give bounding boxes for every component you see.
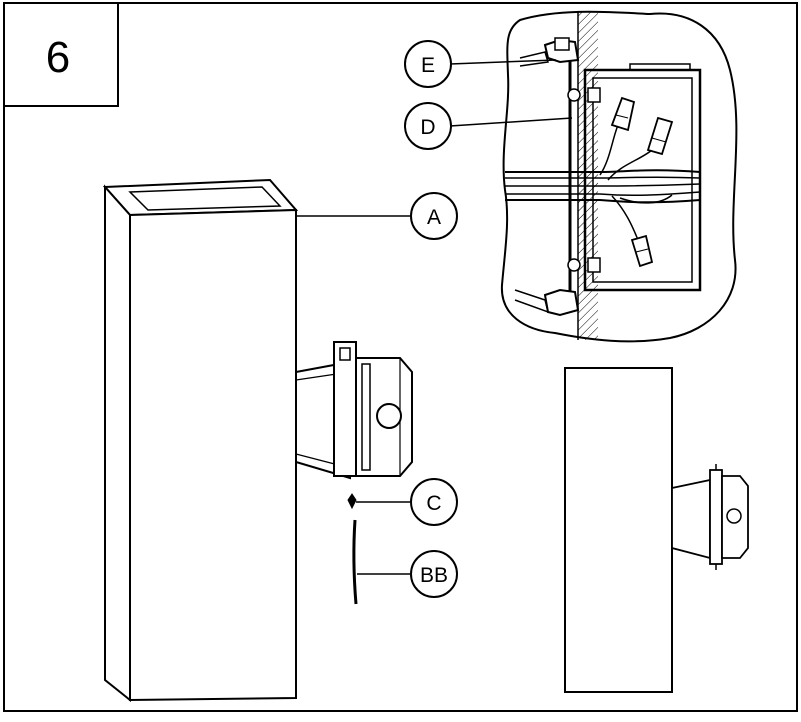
callout-e: E bbox=[404, 40, 452, 88]
leader-line-d bbox=[449, 117, 573, 127]
assembled-fixture-view bbox=[564, 367, 749, 693]
callout-d: D bbox=[404, 102, 452, 150]
callout-a-label: A bbox=[427, 206, 441, 229]
callout-bb-label: BB bbox=[420, 564, 448, 587]
callout-e-label: E bbox=[421, 54, 435, 77]
junction-box-detail bbox=[500, 10, 738, 343]
callout-c: C bbox=[410, 478, 458, 526]
callout-a: A bbox=[410, 192, 458, 240]
callout-bb: BB bbox=[410, 550, 458, 598]
mounting-bracket bbox=[295, 341, 413, 480]
rod-bb bbox=[352, 519, 358, 605]
callout-c-label: C bbox=[426, 492, 441, 515]
callout-d-label: D bbox=[420, 116, 435, 139]
fixture-body-a bbox=[102, 178, 299, 703]
leader-line-e bbox=[449, 59, 557, 65]
step-number: 6 bbox=[46, 33, 70, 82]
screw-c bbox=[347, 493, 357, 510]
step-number-box: 6 bbox=[3, 2, 119, 107]
